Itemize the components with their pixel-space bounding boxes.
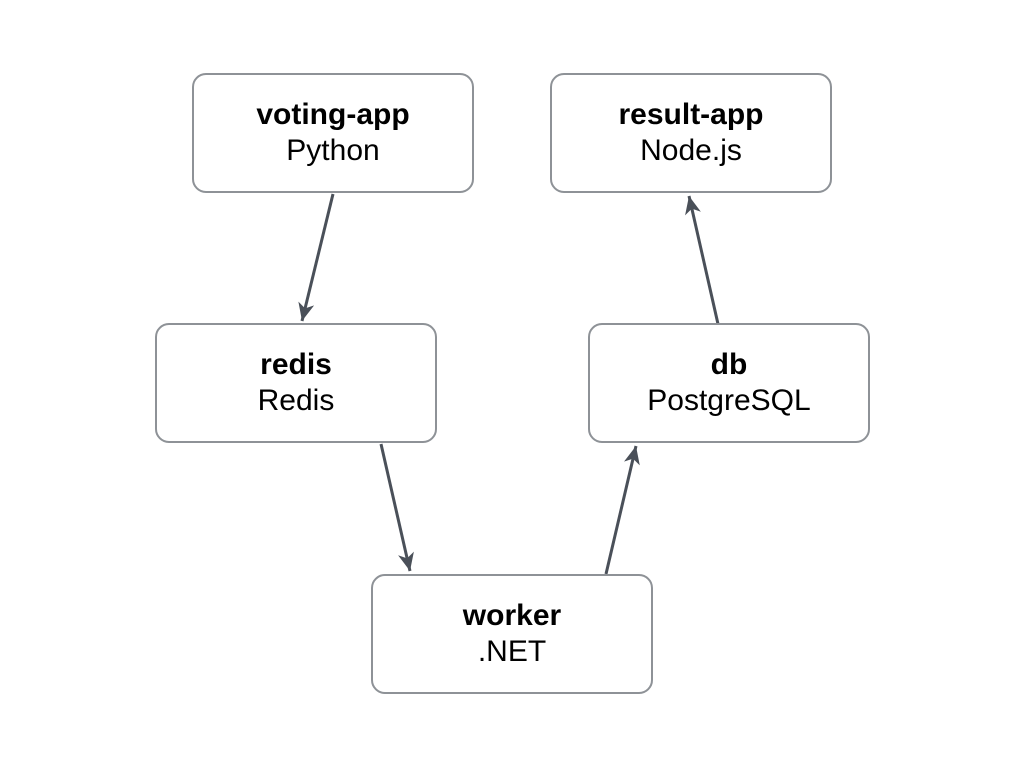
- edge-worker-to-db: [604, 445, 640, 575]
- edge-redis-to-worker: [379, 443, 414, 572]
- node-title: db: [710, 348, 748, 381]
- node-title: voting-app: [256, 98, 410, 131]
- node-subtitle: Redis: [257, 384, 335, 417]
- node-subtitle: Node.js: [640, 134, 742, 167]
- node-db: db PostgreSQL: [588, 323, 870, 443]
- node-title: redis: [260, 348, 332, 381]
- node-result-app: result-app Node.js: [550, 73, 832, 193]
- node-title: worker: [462, 599, 562, 632]
- node-subtitle: .NET: [477, 635, 547, 668]
- node-title: result-app: [618, 98, 764, 131]
- node-subtitle: PostgreSQL: [647, 384, 811, 417]
- node-subtitle: Python: [286, 134, 380, 167]
- node-worker: worker .NET: [371, 574, 653, 694]
- edge-db-to-result-app: [685, 195, 720, 325]
- node-voting-app: voting-app Python: [192, 73, 474, 193]
- node-redis: redis Redis: [155, 323, 437, 443]
- edge-voting-app-to-redis: [298, 193, 335, 322]
